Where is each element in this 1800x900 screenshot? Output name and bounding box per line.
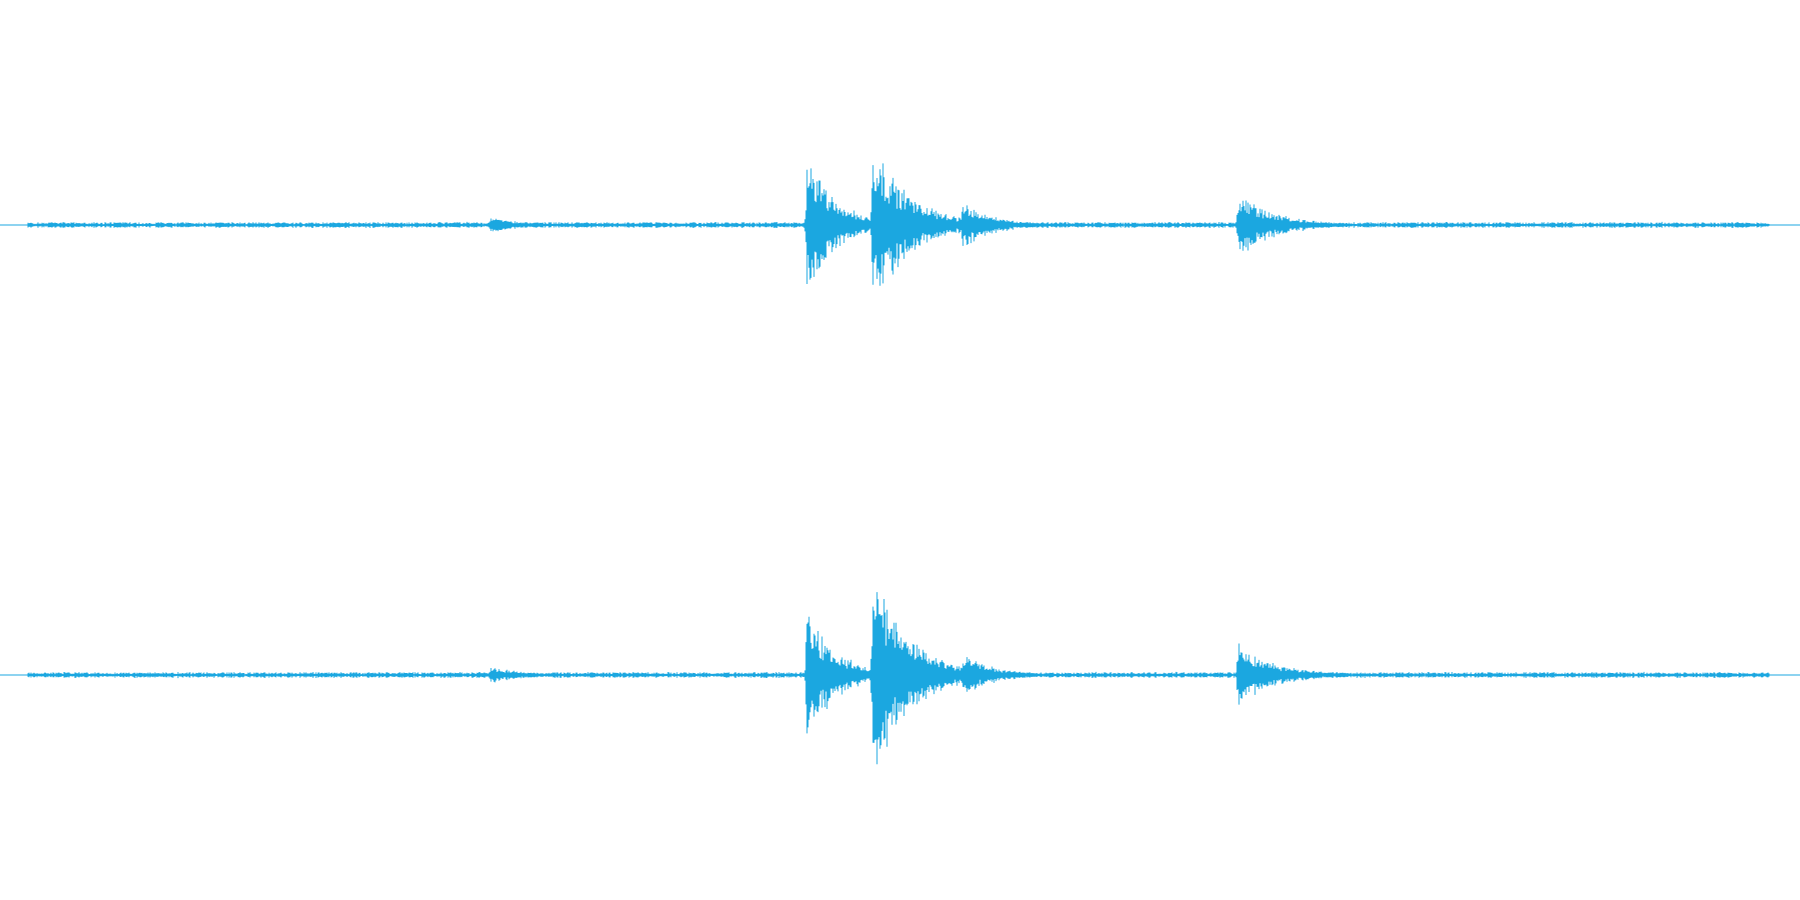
waveform-signal: [27, 592, 1770, 765]
waveform-channel-2: [0, 592, 1800, 765]
waveform-channel-1: [0, 163, 1800, 286]
waveform-signal: [27, 163, 1770, 286]
